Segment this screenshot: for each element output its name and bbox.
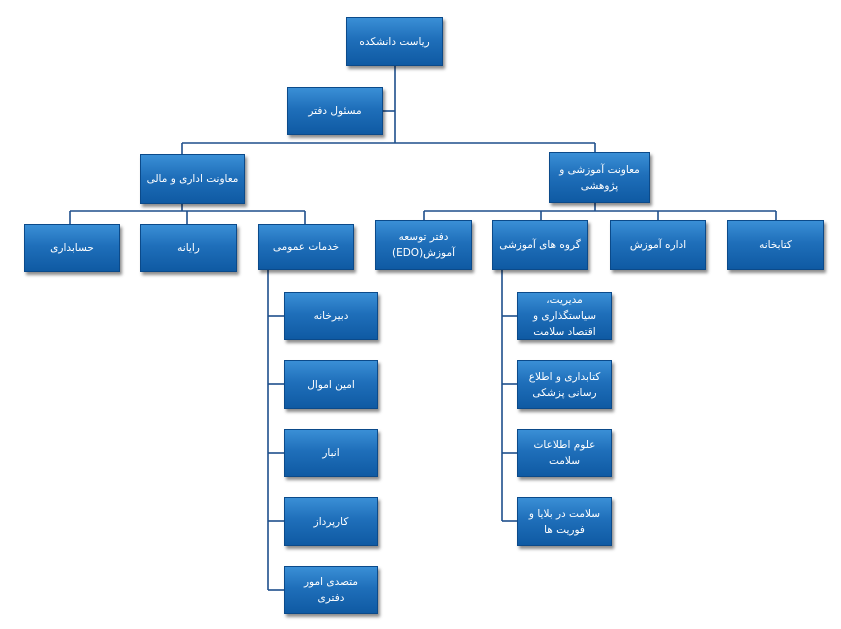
property-officer-box[interactable]: امین اموال bbox=[284, 360, 378, 409]
disaster-health-box[interactable]: سلامت در بلایا و فوریت ها bbox=[517, 497, 612, 546]
health-management-label: مدیریت، سیاستگذاری و اقتصاد سلامت bbox=[532, 294, 597, 338]
procurement-box[interactable]: کارپرداز bbox=[284, 497, 378, 546]
admin-vp-box[interactable]: معاونت اداری و مالی bbox=[140, 154, 245, 204]
president-box[interactable]: ریاست دانشکده bbox=[346, 17, 443, 66]
library-label: کتابخانه bbox=[759, 239, 792, 251]
health-management-box[interactable]: مدیریت، سیاستگذاری و اقتصاد سلامت bbox=[517, 292, 612, 340]
president-label: ریاست دانشکده bbox=[359, 35, 430, 48]
medical-librarianship-label: کتابداری و اطلاع رسانی پزشکی bbox=[528, 370, 601, 399]
edo-box[interactable]: دفتر توسعه آموزش(EDO) bbox=[375, 220, 472, 270]
warehouse-box[interactable]: انبار bbox=[284, 429, 378, 477]
disaster-health-label: سلامت در بلایا و فوریت ها bbox=[528, 507, 601, 536]
secretariat-label: دبیرخانه bbox=[313, 310, 349, 322]
office-head-box[interactable]: مسئول دفتر bbox=[287, 87, 383, 135]
edo-label: دفتر توسعه آموزش(EDO) bbox=[391, 231, 456, 259]
health-info-sci-box[interactable]: علوم اطلاعات سلامت bbox=[517, 429, 612, 477]
accounting-box[interactable]: حسابداری bbox=[24, 224, 120, 272]
admin-vp-label: معاونت اداری و مالی bbox=[146, 173, 239, 185]
medical-librarianship-box[interactable]: کتابداری و اطلاع رسانی پزشکی bbox=[517, 360, 612, 409]
office-affairs-box[interactable]: متصدی امور دفتری bbox=[284, 566, 378, 614]
accounting-label: حسابداری bbox=[50, 242, 94, 254]
edu-groups-label: گروه های آموزشی bbox=[499, 239, 581, 251]
edu-admin-box[interactable]: اداره آموزش bbox=[610, 220, 706, 270]
procurement-label: کارپرداز bbox=[313, 515, 349, 528]
office-head-label: مسئول دفتر bbox=[308, 105, 362, 117]
secretariat-box[interactable]: دبیرخانه bbox=[284, 292, 378, 340]
general-services-box[interactable]: خدمات عمومی bbox=[258, 224, 354, 270]
health-info-sci-label: علوم اطلاعات سلامت bbox=[533, 439, 596, 467]
edu-admin-label: اداره آموزش bbox=[629, 239, 687, 251]
library-box[interactable]: کتابخانه bbox=[727, 220, 824, 270]
it-label: رایانه bbox=[177, 242, 200, 254]
office-affairs-label: متصدی امور دفتری bbox=[303, 576, 358, 604]
edu-vp-label: معاونت آموزشی و پژوهشی bbox=[559, 163, 640, 192]
warehouse-label: انبار bbox=[322, 447, 340, 459]
edu-groups-box[interactable]: گروه های آموزشی bbox=[492, 220, 588, 270]
general-services-label: خدمات عمومی bbox=[272, 241, 340, 253]
edu-vp-box[interactable]: معاونت آموزشی و پژوهشی bbox=[549, 152, 650, 203]
it-box[interactable]: رایانه bbox=[140, 224, 237, 272]
property-officer-label: امین اموال bbox=[307, 378, 355, 391]
